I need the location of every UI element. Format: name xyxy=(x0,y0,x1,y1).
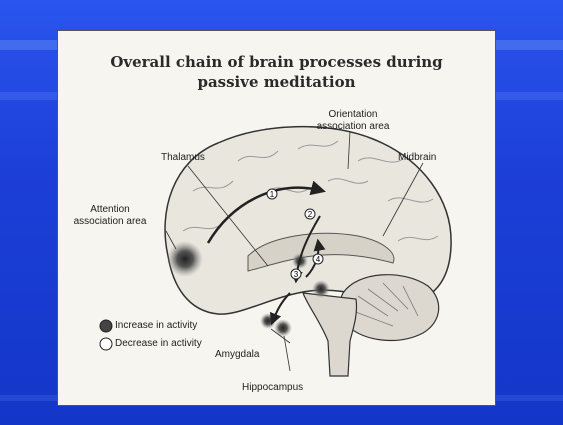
legend-increase-swatch xyxy=(100,320,112,332)
step-4-label: 4 xyxy=(316,255,321,264)
label-amygdala: Amygdala xyxy=(215,349,259,361)
label-attention-line-2: association area xyxy=(68,216,152,228)
label-orientation-line-2: association area xyxy=(313,121,393,133)
diagram-panel: Overall chain of brain processes during … xyxy=(57,30,496,406)
label-thalamus: Thalamus xyxy=(161,152,205,164)
label-hippocampus: Hippocampus xyxy=(242,382,303,394)
legend-decrease-label: Decrease in activity xyxy=(115,338,202,350)
step-2-label: 2 xyxy=(308,210,313,219)
label-attention-line-1: Attention xyxy=(68,204,152,216)
step-1-label: 1 xyxy=(270,190,275,199)
label-orientation-line-1: Orientation xyxy=(313,109,393,121)
attention-area-activity xyxy=(167,241,203,277)
hippocampus-activity xyxy=(274,319,292,337)
label-midbrain: Midbrain xyxy=(398,152,436,164)
brainstem xyxy=(303,293,357,376)
label-orientation-area: Orientation association area xyxy=(313,109,393,133)
legend-decrease-swatch xyxy=(100,338,112,350)
legend-increase-label: Increase in activity xyxy=(115,320,197,332)
label-attention-area: Attention association area xyxy=(68,204,152,228)
step-3-label: 3 xyxy=(294,270,299,279)
midbrain-activity xyxy=(312,280,330,298)
